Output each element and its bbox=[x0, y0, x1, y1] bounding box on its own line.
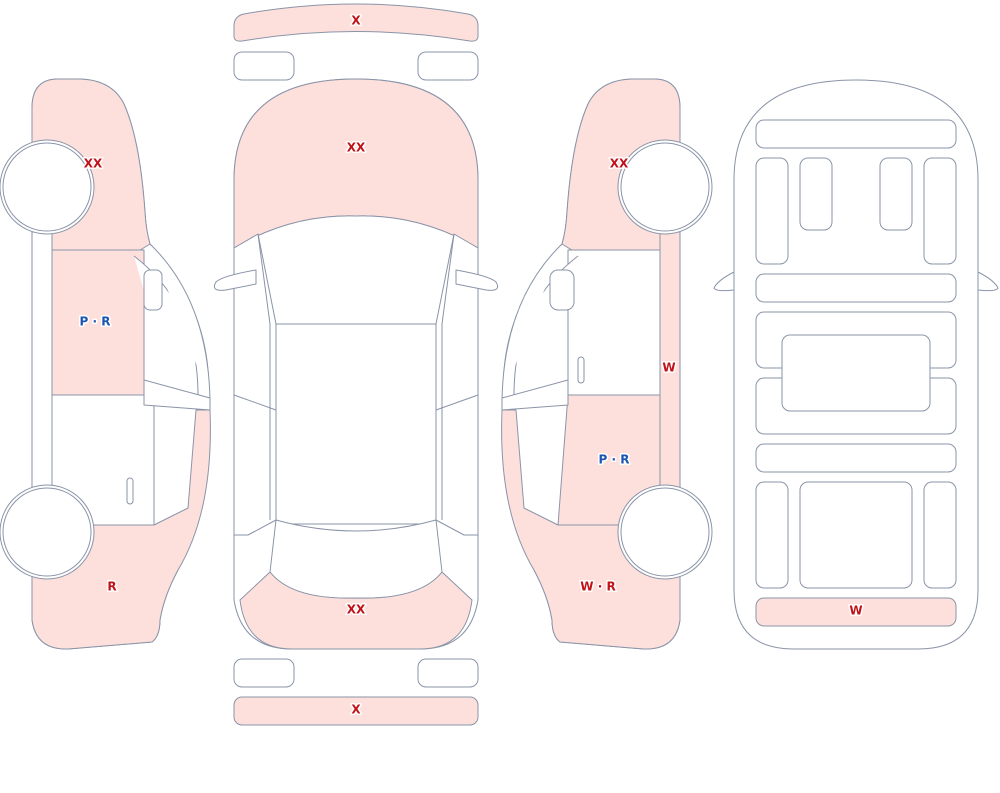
rear-bumper-top-panel[interactable] bbox=[239, 571, 473, 650]
interior-rear-bar-panel[interactable] bbox=[755, 597, 957, 627]
right-front-fender-label: XX bbox=[610, 157, 629, 171]
right-mirror-top[interactable] bbox=[455, 269, 499, 291]
right-front-door-handle[interactable] bbox=[577, 356, 585, 384]
rear-right-light[interactable] bbox=[417, 658, 479, 688]
left-b-pillar-line bbox=[233, 394, 277, 411]
cargo-area[interactable] bbox=[799, 481, 913, 589]
left-front-wheel[interactable] bbox=[2, 142, 92, 232]
front-left-seat[interactable] bbox=[799, 157, 833, 231]
front-right-seat[interactable] bbox=[879, 157, 913, 231]
left-rear-door-handle[interactable] bbox=[126, 477, 134, 505]
right-side-view: XX W P · R W · R bbox=[501, 78, 713, 650]
front-left-light[interactable] bbox=[233, 51, 295, 81]
left-front-fender-label: XX bbox=[84, 157, 103, 171]
right-a-pillar-top bbox=[441, 233, 455, 520]
right-rear-quarter-label: W · R bbox=[580, 580, 615, 594]
left-rear-quarter-panel[interactable] bbox=[31, 409, 211, 650]
front-bumper-panel[interactable] bbox=[233, 3, 479, 42]
rear-bumper-panel[interactable] bbox=[233, 696, 479, 726]
left-a-pillar-top bbox=[257, 233, 271, 520]
dashboard[interactable] bbox=[755, 119, 957, 149]
right-rear-quarter-panel[interactable] bbox=[501, 409, 681, 650]
front-seat-back[interactable] bbox=[755, 273, 957, 303]
right-front-wheel[interactable] bbox=[620, 142, 710, 232]
right-a-pillar bbox=[501, 243, 563, 401]
hood-label: XX bbox=[347, 141, 366, 155]
right-mirror[interactable] bbox=[549, 269, 575, 311]
interior-rear-bar-label: W bbox=[849, 604, 862, 618]
front-left-seat-side[interactable] bbox=[755, 157, 789, 265]
left-side-view: XX P · R R bbox=[0, 78, 211, 650]
left-rocker bbox=[31, 231, 53, 489]
rear-left-seat[interactable] bbox=[755, 481, 789, 589]
right-rocker-label: W bbox=[662, 361, 675, 375]
front-right-light[interactable] bbox=[417, 51, 479, 81]
left-rear-wheel[interactable] bbox=[2, 487, 92, 577]
top-view: X XX XX X bbox=[213, 3, 499, 726]
right-rear-door-label: P · R bbox=[599, 453, 630, 467]
rear-left-light[interactable] bbox=[233, 658, 295, 688]
left-front-door-label: P · R bbox=[80, 315, 111, 329]
left-front-door-panel[interactable] bbox=[51, 249, 145, 396]
rear-seat-back[interactable] bbox=[755, 443, 957, 473]
left-mirror-top[interactable] bbox=[213, 269, 257, 291]
rear-right-seat[interactable] bbox=[923, 481, 957, 589]
interior-view: W bbox=[713, 79, 999, 650]
roof-panel[interactable] bbox=[275, 323, 437, 525]
left-a-pillar bbox=[149, 243, 211, 401]
right-b-pillar-line bbox=[435, 394, 479, 411]
interior-right-mirror[interactable] bbox=[977, 271, 999, 292]
rear-window bbox=[269, 519, 443, 599]
interior-left-mirror[interactable] bbox=[713, 271, 735, 292]
rear-bumper-top-label: XX bbox=[347, 603, 366, 617]
left-rear-quarter-label: R bbox=[107, 580, 116, 594]
front-bumper-label: X bbox=[351, 14, 361, 28]
rear-bumper-label: X bbox=[351, 703, 361, 717]
center-console[interactable] bbox=[781, 334, 931, 412]
right-rear-wheel[interactable] bbox=[620, 487, 710, 577]
left-mirror[interactable] bbox=[143, 269, 163, 311]
front-right-seat-side[interactable] bbox=[923, 157, 957, 265]
